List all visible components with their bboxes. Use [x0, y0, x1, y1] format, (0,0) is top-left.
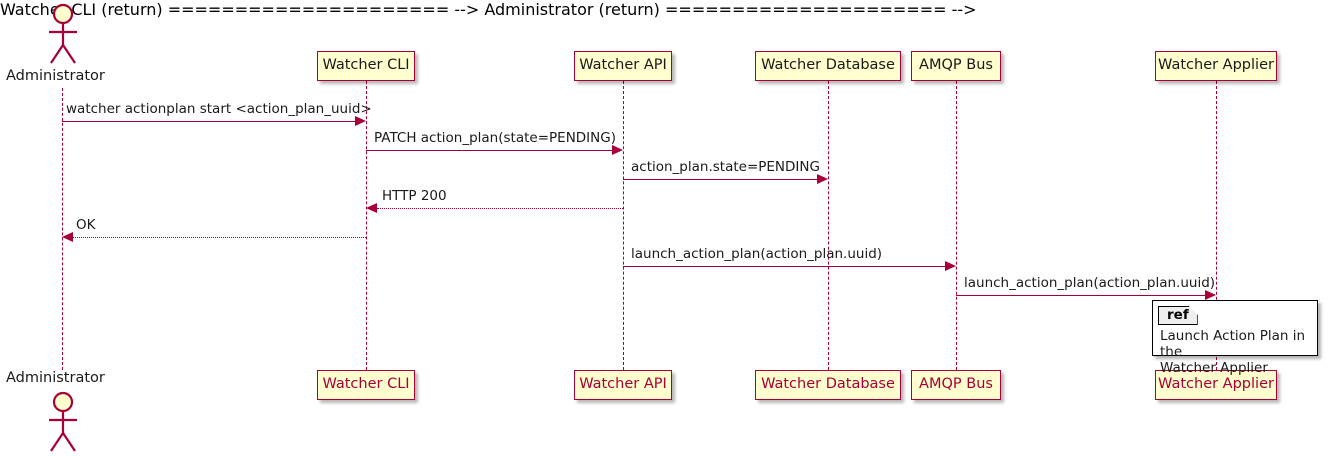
message-arrowhead-7: [1205, 290, 1216, 300]
ref-fragment-body-line-1: Launch Action Plan in the: [1160, 328, 1306, 360]
message-line-3: [623, 179, 818, 180]
participant-watcher-applier-bottom[interactable]: Watcher Applier: [1155, 370, 1277, 400]
message-line-1: [62, 121, 356, 122]
message-label-2: PATCH action_plan(state=PENDING): [374, 130, 616, 146]
message-label-5: OK: [76, 217, 96, 233]
ref-fragment-body: Launch Action Plan in the Watcher Applie…: [1160, 328, 1313, 376]
ref-fragment-tab-label: ref: [1158, 306, 1198, 325]
lifeline-administrator: [62, 88, 63, 370]
actor-figure-icon: [49, 3, 77, 64]
message-line-5: [73, 237, 366, 238]
lifeline-watcher-database: [828, 81, 829, 370]
message-arrowhead-3: [817, 174, 828, 184]
lifeline-watcher-cli: [366, 81, 367, 370]
actor-label-administrator-top: Administrator: [6, 68, 105, 84]
ref-fragment-body-line-2: Watcher Applier: [1160, 360, 1268, 376]
participant-amqp-bus-bottom[interactable]: AMQP Bus: [911, 370, 1001, 400]
actor-label-administrator-bottom: Administrator: [6, 370, 105, 386]
message-arrowhead-4: [366, 203, 377, 213]
participant-watcher-database-bottom[interactable]: Watcher Database: [755, 370, 901, 400]
message-label-4: HTTP 200: [382, 188, 447, 204]
participant-amqp-bus-top[interactable]: AMQP Bus: [911, 51, 1001, 81]
message-arrowhead-2: [612, 145, 623, 155]
message-label-3: action_plan.state=PENDING: [631, 159, 820, 175]
lifeline-watcher-api: [623, 81, 624, 370]
message-line-7: [956, 295, 1206, 296]
actor-administrator-top: [42, 3, 84, 65]
message-label-6: launch_action_plan(action_plan.uuid): [631, 246, 883, 262]
message-label-7: launch_action_plan(action_plan.uuid): [964, 275, 1216, 291]
participant-watcher-api-bottom[interactable]: Watcher API: [574, 370, 672, 400]
participant-watcher-database-top[interactable]: Watcher Database: [755, 51, 901, 81]
message-arrowhead-5: [62, 232, 73, 242]
actor-figure-icon: [49, 391, 77, 452]
message-line-6: [623, 266, 946, 267]
lifeline-watcher-applier: [1216, 81, 1217, 370]
participant-watcher-cli-top[interactable]: Watcher CLI: [317, 51, 415, 81]
message-line-2: [366, 150, 613, 151]
message-label-1: watcher actionplan start <action_plan_uu…: [66, 101, 372, 117]
message-line-4: [377, 208, 623, 209]
participant-watcher-api-top[interactable]: Watcher API: [574, 51, 672, 81]
actor-administrator-bottom: [42, 391, 84, 453]
message-arrowhead-1: [355, 116, 366, 126]
participant-watcher-applier-top[interactable]: Watcher Applier: [1155, 51, 1277, 81]
lifeline-amqp-bus: [956, 81, 957, 370]
participant-watcher-cli-bottom[interactable]: Watcher CLI: [317, 370, 415, 400]
message-arrowhead-6: [945, 261, 956, 271]
ref-fragment[interactable]: ref Launch Action Plan in the Watcher Ap…: [1152, 300, 1318, 376]
